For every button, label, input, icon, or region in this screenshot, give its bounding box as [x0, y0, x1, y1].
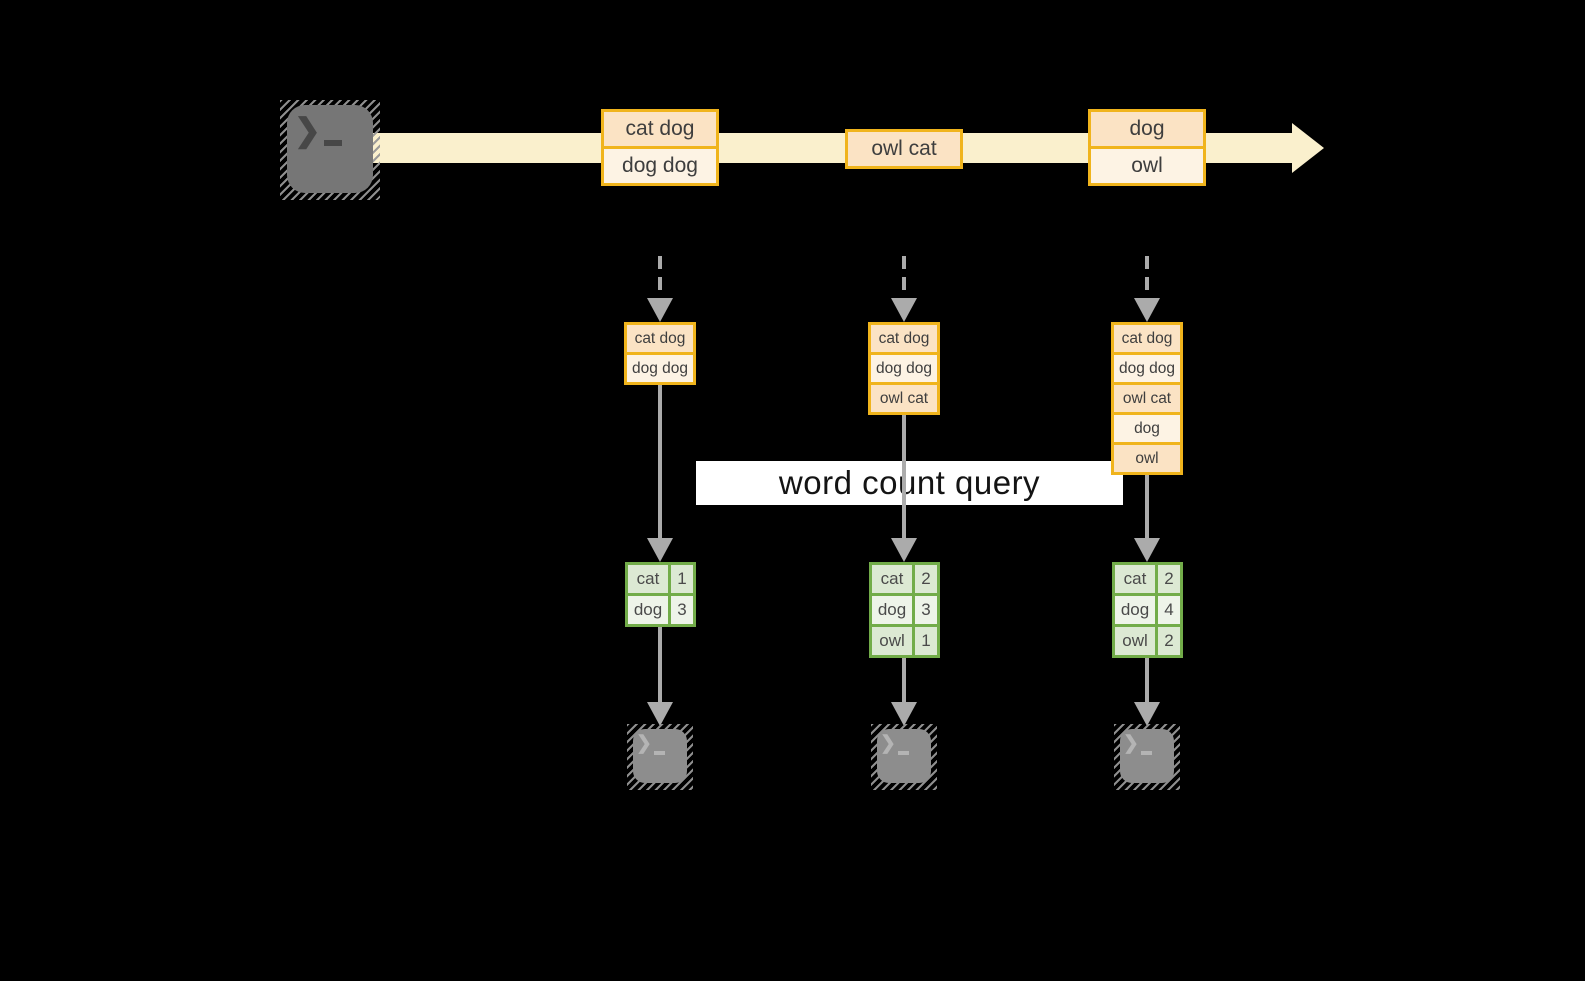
sink-terminal-icon: ❯: [627, 724, 693, 790]
table-row: dog 4: [1115, 596, 1180, 624]
count-cell: 3: [915, 596, 937, 624]
dashed-arrow-head-icon: [647, 298, 673, 322]
sink-terminal-icon: ❯: [871, 724, 937, 790]
dashed-arrow-line: [902, 256, 906, 300]
table-row: cat 1: [628, 565, 693, 593]
state-row: owl cat: [871, 385, 937, 412]
table-row: cat 2: [1115, 565, 1180, 593]
word-cell: cat: [1115, 565, 1155, 593]
word-cell: cat: [628, 565, 668, 593]
table-row: owl 1: [872, 627, 937, 655]
terminal-screen: [287, 105, 373, 193]
query-arrow-line: [658, 383, 662, 540]
word-cell: cat: [872, 565, 912, 593]
dashed-arrow-head-icon: [891, 298, 917, 322]
count-cell: 2: [915, 565, 937, 593]
state-stack-3: cat dog dog dog owl cat dog owl: [1111, 322, 1183, 475]
dashed-arrow-line: [658, 256, 662, 300]
prompt-chevron-icon: ❯: [294, 112, 321, 148]
count-cell: 1: [915, 627, 937, 655]
sink-arrow-line: [1145, 658, 1149, 704]
query-arrow-head-icon: [891, 538, 917, 562]
sink-arrow-head-icon: [647, 702, 673, 726]
stream-event-3: dog owl: [1088, 109, 1206, 186]
state-row: cat dog: [627, 325, 693, 352]
state-row: cat dog: [871, 325, 937, 352]
dashed-arrow-line: [1145, 256, 1149, 300]
state-row: dog: [1114, 415, 1180, 442]
terminal-screen: [633, 729, 687, 783]
prompt-underscore-icon: [1141, 751, 1152, 755]
prompt-chevron-icon: ❯: [880, 733, 896, 754]
event-line: dog: [1091, 112, 1203, 146]
terminal-screen: [877, 729, 931, 783]
count-cell: 2: [1158, 627, 1180, 655]
count-table-1: cat 1 dog 3: [625, 562, 696, 627]
sink-arrow-line: [902, 658, 906, 704]
stream-arrow-head-icon: [1292, 123, 1324, 173]
table-row: dog 3: [628, 596, 693, 624]
count-cell: 2: [1158, 565, 1180, 593]
word-cell: dog: [872, 596, 912, 624]
word-cell: dog: [1115, 596, 1155, 624]
source-terminal-icon: ❯: [280, 100, 380, 200]
dashed-arrow-head-icon: [1134, 298, 1160, 322]
prompt-underscore-icon: [324, 140, 342, 146]
state-row: dog dog: [627, 355, 693, 382]
event-line: cat dog: [604, 112, 716, 146]
query-arrow-head-icon: [647, 538, 673, 562]
query-arrow-head-icon: [1134, 538, 1160, 562]
word-cell: dog: [628, 596, 668, 624]
table-row: dog 3: [872, 596, 937, 624]
state-stack-1: cat dog dog dog: [624, 322, 696, 385]
state-row: owl: [1114, 445, 1180, 472]
count-table-2: cat 2 dog 3 owl 1: [869, 562, 940, 658]
state-row: dog dog: [1114, 355, 1180, 382]
prompt-chevron-icon: ❯: [1123, 733, 1139, 754]
word-cell: owl: [872, 627, 912, 655]
word-cell: owl: [1115, 627, 1155, 655]
event-line: owl: [1091, 149, 1203, 183]
sink-arrow-head-icon: [1134, 702, 1160, 726]
word-count-query-banner: word count query: [696, 461, 1123, 505]
table-row: owl 2: [1115, 627, 1180, 655]
event-line: dog dog: [604, 149, 716, 183]
prompt-underscore-icon: [898, 751, 909, 755]
terminal-screen: [1120, 729, 1174, 783]
sink-arrow-head-icon: [891, 702, 917, 726]
sink-terminal-icon: ❯: [1114, 724, 1180, 790]
stream-event-1: cat dog dog dog: [601, 109, 719, 186]
query-arrow-line: [902, 413, 906, 540]
count-cell: 4: [1158, 596, 1180, 624]
sink-arrow-line: [658, 627, 662, 704]
state-row: dog dog: [871, 355, 937, 382]
stream-event-2: owl cat: [845, 129, 963, 169]
state-stack-2: cat dog dog dog owl cat: [868, 322, 940, 415]
state-row: cat dog: [1114, 325, 1180, 352]
event-line: owl cat: [848, 132, 960, 166]
prompt-chevron-icon: ❯: [636, 733, 652, 754]
table-row: cat 2: [872, 565, 937, 593]
state-row: owl cat: [1114, 385, 1180, 412]
query-arrow-line: [1145, 473, 1149, 540]
count-cell: 1: [671, 565, 693, 593]
count-table-3: cat 2 dog 4 owl 2: [1112, 562, 1183, 658]
count-cell: 3: [671, 596, 693, 624]
prompt-underscore-icon: [654, 751, 665, 755]
